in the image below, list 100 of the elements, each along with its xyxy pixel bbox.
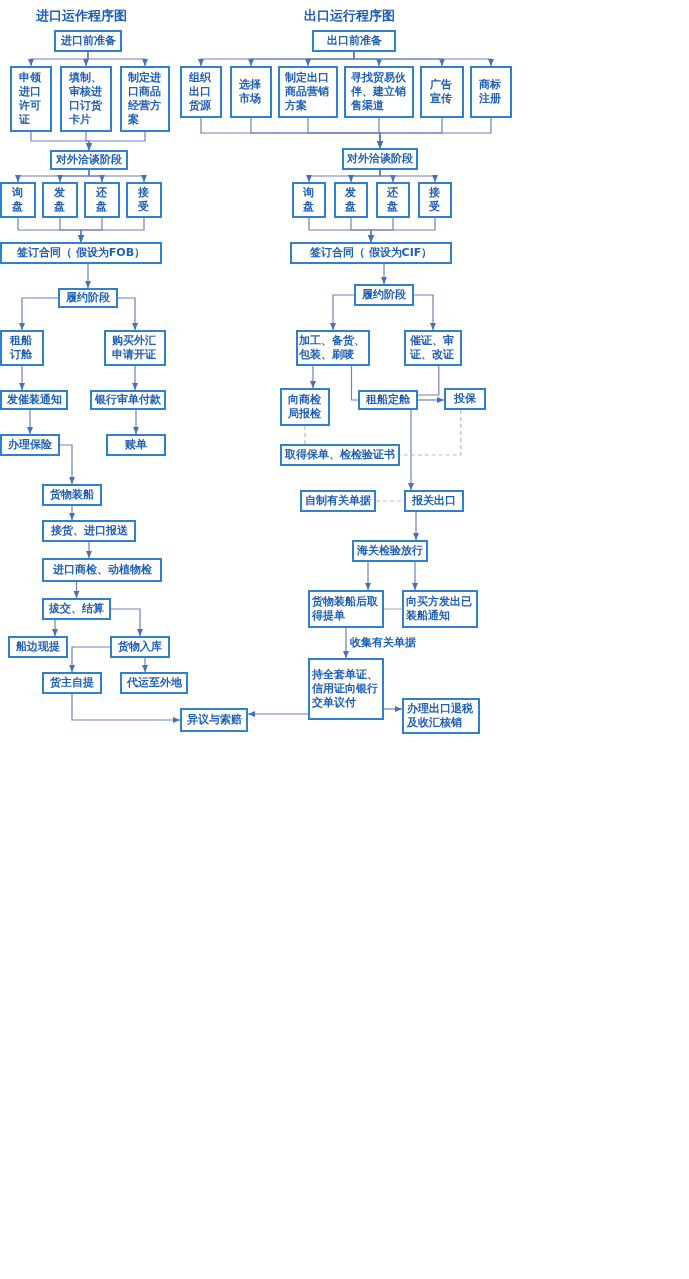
box-label: 海关检验放行 — [357, 544, 423, 558]
box-label: 商标注册 — [479, 78, 502, 106]
box-label: 进口商检、动植物检 — [52, 563, 152, 577]
box-label: 货物装船后取得提单 — [312, 595, 379, 623]
box-label: 船边现提 — [16, 640, 60, 654]
box-label: 申领进口许可证 — [19, 71, 42, 127]
process-box — [106, 434, 166, 456]
box-label: 询盘 — [302, 186, 315, 214]
connector-arrow — [86, 131, 146, 151]
process-box — [344, 66, 414, 118]
process-box — [50, 150, 128, 170]
connector-arrow — [71, 693, 181, 723]
process-box — [110, 636, 170, 658]
box-label: 持全套单证、信用证向银行交单议付 — [312, 668, 379, 710]
process-box — [300, 490, 376, 512]
connector-arrow — [59, 444, 75, 485]
connector-arrow — [86, 541, 92, 559]
box-label: 制定出口商品营销方案 — [285, 71, 330, 113]
box-label: 货物装船 — [50, 488, 94, 502]
box-label: 代运至外地 — [126, 676, 182, 690]
connector-arrow — [110, 608, 143, 637]
process-box — [404, 490, 464, 512]
process-box — [420, 66, 464, 118]
process-box — [312, 30, 396, 52]
box-label: 向买方发出已装船通知 — [406, 595, 473, 623]
connector-arrow — [330, 294, 355, 331]
process-box — [444, 388, 486, 410]
process-box — [280, 388, 330, 426]
box-label: 货物入库 — [118, 640, 162, 654]
process-box — [180, 708, 248, 732]
box-label: 对外洽谈阶段 — [56, 153, 122, 167]
connector-arrow — [117, 297, 138, 331]
box-label: 选择市场 — [239, 78, 262, 106]
box-label: 履约阶段 — [66, 291, 110, 305]
box-label: 取得保单、检检验证书 — [285, 448, 395, 462]
process-box — [120, 672, 188, 694]
box-label: 接货、进口报送 — [50, 524, 128, 538]
box-label: 对外洽谈阶段 — [347, 152, 413, 166]
process-box — [308, 658, 384, 720]
connector-arrow — [52, 619, 58, 637]
connector-arrow — [413, 511, 419, 541]
box-label: 向商检局报检 — [287, 393, 322, 421]
connector-arrow — [365, 561, 371, 591]
process-box — [42, 672, 102, 694]
process-box — [352, 540, 428, 562]
edge-label: 收集有关单据 — [349, 635, 417, 651]
process-box — [404, 330, 462, 366]
process-box — [0, 390, 68, 410]
box-label: 询盘 — [11, 186, 24, 214]
connector-arrow — [27, 409, 33, 435]
chart-heading: 进口运作程序图 — [36, 7, 127, 25]
process-box — [342, 148, 418, 170]
box-label: 自制有关单据 — [305, 494, 371, 508]
process-box — [90, 390, 166, 410]
process-box — [0, 182, 36, 218]
process-box — [278, 66, 338, 118]
connector-arrow — [381, 263, 387, 285]
process-box — [334, 182, 368, 218]
process-box — [402, 698, 480, 734]
box-label: 发盘 — [344, 186, 357, 214]
process-box — [0, 330, 44, 366]
connector-arrow — [417, 397, 445, 403]
box-label: 接受 — [428, 186, 441, 214]
connector-arrow — [132, 365, 138, 391]
process-box — [58, 288, 118, 308]
process-box — [358, 390, 418, 410]
connector-arrow — [88, 169, 147, 183]
box-label: 赎单 — [125, 438, 147, 452]
connector-arrow — [383, 706, 403, 712]
box-label: 填制、审核进口订货卡片 — [68, 71, 103, 127]
box-label: 异议与索赔 — [186, 713, 242, 727]
box-label: 租船定舱 — [366, 393, 410, 407]
connector-arrow — [133, 409, 139, 435]
box-label: 租船订舱 — [10, 334, 33, 362]
box-label: 报关出口 — [412, 494, 456, 508]
box-label: 催证、审证、改证 — [410, 334, 455, 362]
box-label: 还盘 — [386, 186, 399, 214]
box-label: 接受 — [137, 186, 150, 214]
box-label: 签订合同（ 假设为CIF） — [309, 246, 433, 260]
connector-arrow — [417, 365, 440, 396]
connector-arrow — [413, 294, 436, 331]
process-box — [42, 598, 111, 620]
connector-arrow — [69, 646, 111, 673]
connector-arrow — [78, 217, 145, 243]
box-label: 投保 — [454, 392, 476, 406]
box-label: 履约阶段 — [362, 288, 406, 302]
connector-arrow — [408, 409, 414, 491]
process-box — [280, 444, 400, 466]
box-label: 银行审单付款 — [95, 393, 161, 407]
process-box — [8, 636, 68, 658]
connector-arrow — [377, 117, 492, 149]
box-label: 办理保险 — [8, 438, 52, 452]
connector-arrow — [69, 505, 75, 521]
connector-arrow — [19, 297, 59, 331]
box-label: 货主自提 — [50, 676, 94, 690]
process-box — [42, 182, 78, 218]
process-box — [376, 182, 410, 218]
process-box — [470, 66, 512, 118]
process-box — [418, 182, 452, 218]
process-box — [126, 182, 162, 218]
